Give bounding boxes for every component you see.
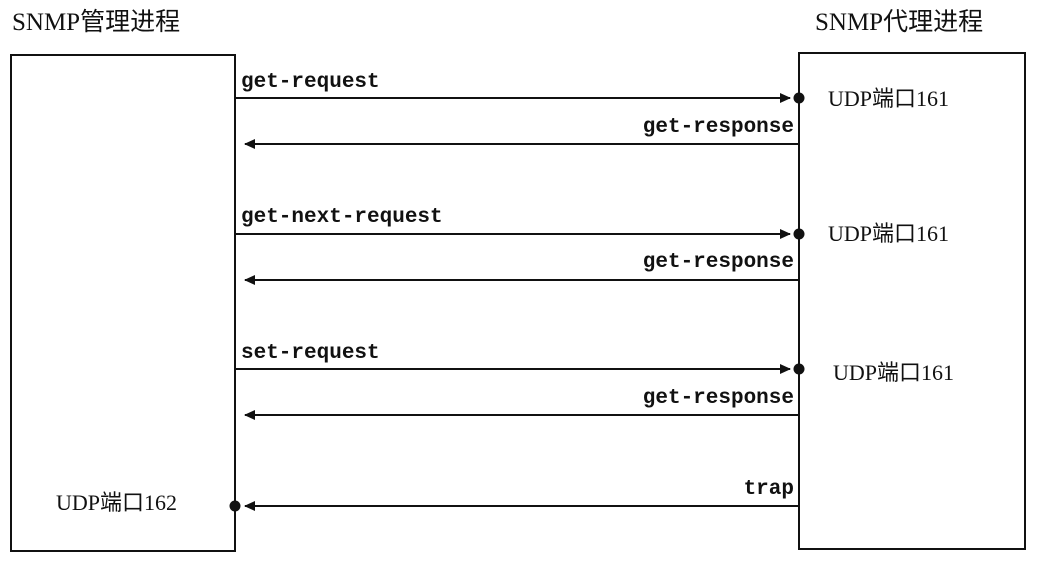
trap-label: trap [743, 478, 794, 501]
set-request-label: set-request [241, 342, 380, 365]
agent-port-label: UDP端口161 [828, 86, 950, 111]
manager-process-title: SNMP管理进程 [12, 9, 181, 36]
manager-process-box [10, 54, 236, 552]
get-response-label: get-response [642, 251, 794, 274]
get-response-label: get-response [642, 387, 794, 410]
agent-process-box [798, 52, 1026, 550]
get-request-label: get-request [241, 71, 380, 94]
manager-port-label: UDP端口162 [56, 490, 178, 515]
get-response-label: get-response [642, 116, 794, 139]
get-next-request-label: get-next-request [241, 206, 443, 229]
agent-port-label: UDP端口161 [833, 360, 955, 385]
agent-port-dot [793, 92, 805, 104]
agent-port-dot [793, 363, 805, 375]
agent-process-title: SNMP代理进程 [815, 9, 984, 36]
agent-port-label: UDP端口161 [828, 221, 950, 246]
agent-port-dot [793, 228, 805, 240]
manager-port-dot [229, 500, 241, 512]
